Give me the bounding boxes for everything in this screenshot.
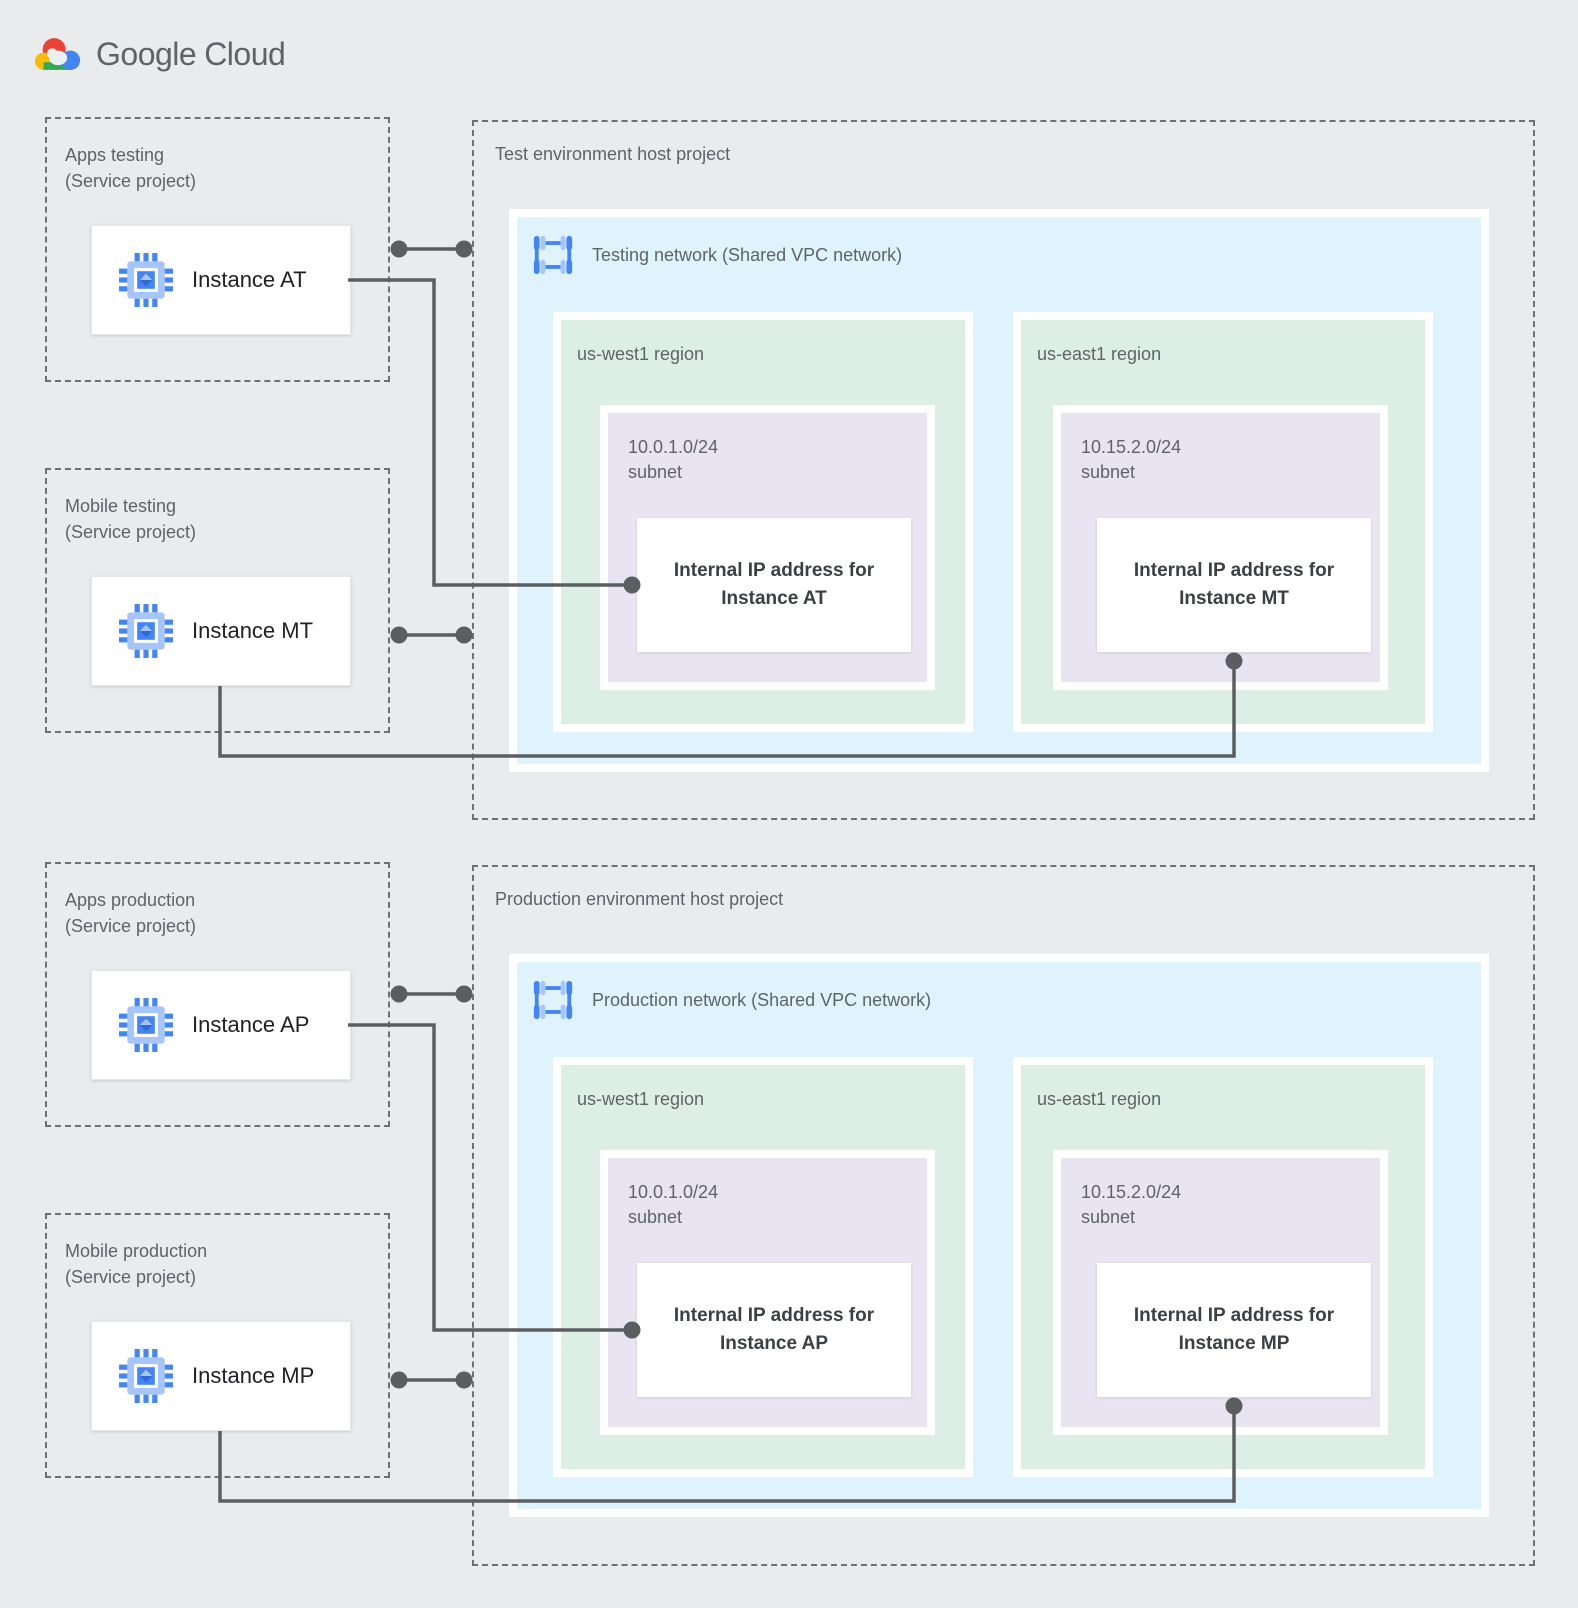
internal-ip-label: Internal IP address for Instance AT xyxy=(673,559,875,610)
service-project-label: Mobile production (Service project) xyxy=(65,1239,207,1290)
region-label: us-east1 region xyxy=(1037,1089,1162,1109)
subnet-box: 10.0.1.0/24 subnet Internal IP address f… xyxy=(608,1158,927,1427)
region-label: us-west1 region xyxy=(577,1089,705,1109)
compute-engine-icon xyxy=(118,997,174,1053)
shared-vpc-network-production: Production network (Shared VPC network) … xyxy=(517,962,1481,1509)
instance-label: Instance MP xyxy=(192,1363,315,1388)
service-project-title: Mobile testing xyxy=(65,496,177,516)
link-mobile-testing-host xyxy=(390,626,473,644)
internal-ip-box-ap: Internal IP address for Instance AP xyxy=(637,1263,911,1397)
subnet-label: 10.15.2.0/24 subnet xyxy=(1081,435,1181,485)
service-project-mobile-production: Mobile production (Service project) Inst… xyxy=(45,1213,390,1478)
instance-card-mt: Instance MT xyxy=(91,576,351,686)
subnet-cidr: 10.0.1.0/24 xyxy=(628,1182,719,1202)
host-project-test: Test environment host project Testing ne… xyxy=(472,120,1535,820)
instance-label: Instance AT xyxy=(192,267,307,292)
region-us-east1: us-east1 region 10.15.2.0/24 subnet Inte… xyxy=(1021,1065,1425,1469)
instance-label: Instance AP xyxy=(192,1012,310,1037)
service-project-title: Mobile production xyxy=(65,1241,208,1261)
service-project-apps-production: Apps production (Service project) Instan… xyxy=(45,862,390,1127)
host-project-production: Production environment host project Prod… xyxy=(472,865,1535,1566)
service-project-subtitle: (Service project) xyxy=(65,1266,197,1287)
subnet-word: subnet xyxy=(1081,1207,1136,1228)
service-project-apps-testing: Apps testing (Service project) Instance … xyxy=(45,117,390,382)
service-project-title: Apps testing xyxy=(65,145,165,165)
link-apps-testing-host xyxy=(390,240,473,258)
network-header: Testing network (Shared VPC network) xyxy=(531,233,902,277)
region-us-west1: us-west1 region 10.0.1.0/24 subnet Inter… xyxy=(561,1065,965,1469)
google-cloud-logo-icon xyxy=(33,34,83,75)
host-project-title: Test environment host project xyxy=(495,144,731,164)
shared-vpc-network-testing: Testing network (Shared VPC network) us-… xyxy=(517,217,1481,764)
service-project-subtitle: (Service project) xyxy=(65,521,197,542)
vpc-network-icon xyxy=(531,233,575,277)
instance-label: Instance MT xyxy=(192,618,314,643)
internal-ip-box-at: Internal IP address for Instance AT xyxy=(637,518,911,652)
network-header: Production network (Shared VPC network) xyxy=(531,978,931,1022)
service-project-subtitle: (Service project) xyxy=(65,170,197,191)
region-label: us-west1 region xyxy=(577,344,705,364)
link-mobile-production-host xyxy=(390,1371,473,1389)
subnet-label: 10.0.1.0/24 subnet xyxy=(628,1180,718,1230)
subnet-box: 10.15.2.0/24 subnet Internal IP address … xyxy=(1061,1158,1380,1427)
subnet-box: 10.0.1.0/24 subnet Internal IP address f… xyxy=(608,413,927,682)
subnet-cidr: 10.0.1.0/24 xyxy=(628,437,719,457)
subnet-cidr: 10.15.2.0/24 xyxy=(1081,437,1182,457)
compute-engine-icon xyxy=(118,1348,174,1404)
subnet-box: 10.15.2.0/24 subnet Internal IP address … xyxy=(1061,413,1380,682)
service-project-mobile-testing: Mobile testing (Service project) Instanc… xyxy=(45,468,390,733)
subnet-label: 10.15.2.0/24 subnet xyxy=(1081,1180,1181,1230)
service-project-label: Mobile testing (Service project) xyxy=(65,494,196,545)
region-us-east1: us-east1 region 10.15.2.0/24 subnet Inte… xyxy=(1021,320,1425,724)
compute-engine-icon xyxy=(118,603,174,659)
service-project-title: Apps production xyxy=(65,890,196,910)
internal-ip-box-mp: Internal IP address for Instance MP xyxy=(1097,1263,1371,1397)
vpc-network-icon xyxy=(531,978,575,1022)
internal-ip-box-mt: Internal IP address for Instance MT xyxy=(1097,518,1371,652)
subnet-word: subnet xyxy=(1081,462,1136,483)
host-project-title: Production environment host project xyxy=(495,889,784,909)
service-project-label: Apps testing (Service project) xyxy=(65,143,196,194)
network-label: Production network (Shared VPC network) xyxy=(592,989,932,1010)
instance-card-at: Instance AT xyxy=(91,225,351,335)
instance-card-ap: Instance AP xyxy=(91,970,351,1080)
service-project-subtitle: (Service project) xyxy=(65,915,197,936)
region-us-west1: us-west1 region 10.0.1.0/24 subnet Inter… xyxy=(561,320,965,724)
logo-word-google: Google xyxy=(96,36,197,72)
logo-word-cloud: Cloud xyxy=(204,36,286,72)
subnet-word: subnet xyxy=(628,462,683,483)
subnet-word: subnet xyxy=(628,1207,683,1228)
subnet-label: 10.0.1.0/24 subnet xyxy=(628,435,718,485)
service-project-label: Apps production (Service project) xyxy=(65,888,196,939)
instance-card-mp: Instance MP xyxy=(91,1321,351,1431)
region-label: us-east1 region xyxy=(1037,344,1162,364)
link-apps-production-host xyxy=(390,985,473,1003)
internal-ip-label: Internal IP address for Instance AP xyxy=(673,1304,875,1355)
internal-ip-label: Internal IP address for Instance MP xyxy=(1133,1304,1335,1355)
compute-engine-icon xyxy=(118,252,174,308)
subnet-cidr: 10.15.2.0/24 xyxy=(1081,1182,1182,1202)
internal-ip-label: Internal IP address for Instance MT xyxy=(1133,559,1335,610)
network-label: Testing network (Shared VPC network) xyxy=(592,244,903,265)
